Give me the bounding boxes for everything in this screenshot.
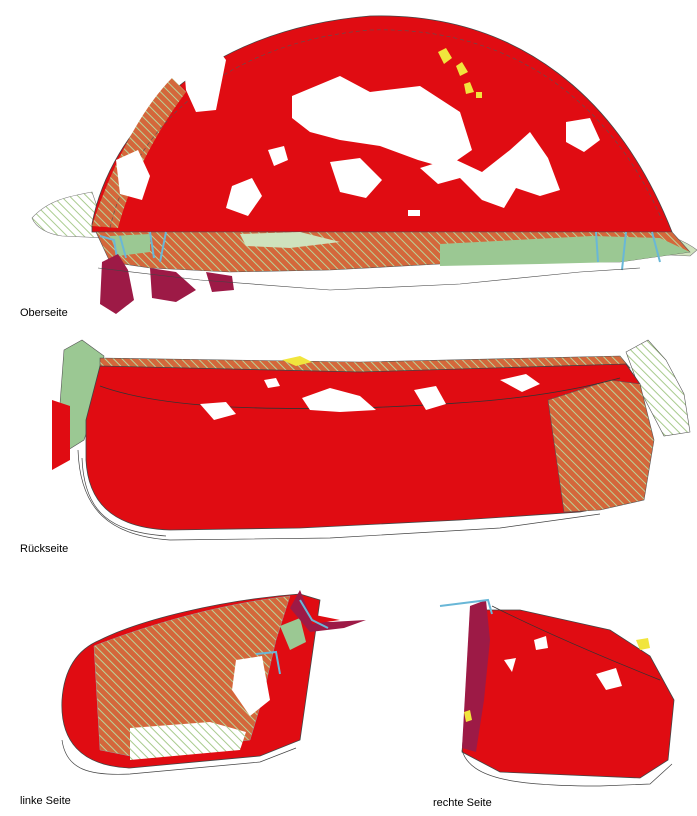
view-right — [440, 600, 674, 786]
caption-linke-seite: linke Seite — [20, 795, 71, 807]
back-right-hatched — [548, 380, 654, 512]
right-body — [462, 610, 674, 778]
caption-rechte-seite: rechte Seite — [433, 797, 492, 809]
top-gap-9 — [408, 210, 420, 216]
caption-oberseite: Oberseite — [20, 307, 68, 319]
view-top — [32, 16, 697, 314]
back-left-strip — [52, 400, 70, 470]
view-back — [52, 340, 690, 540]
view-left — [62, 590, 366, 774]
caption-rueckseite: Rückseite — [20, 543, 68, 555]
